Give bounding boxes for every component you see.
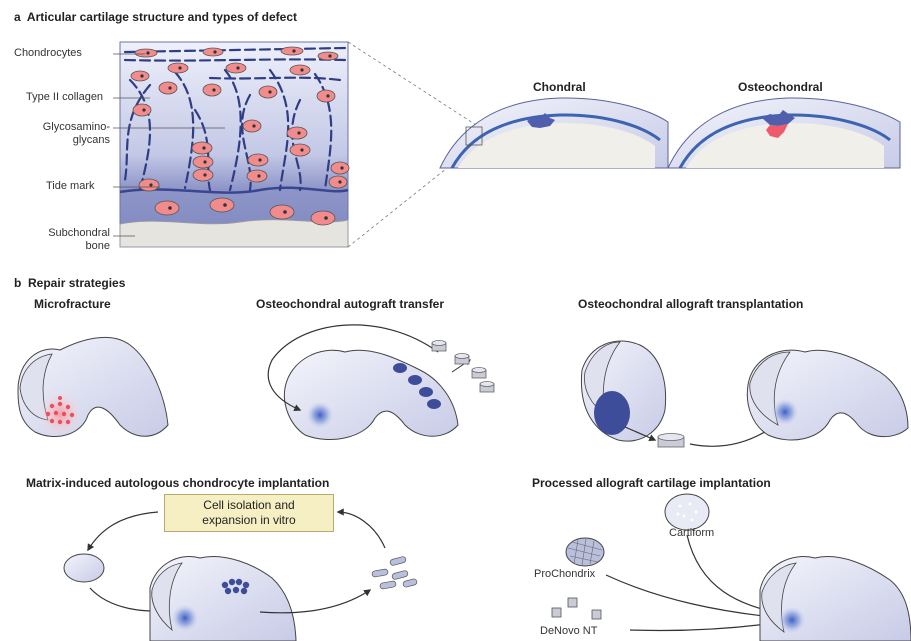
label-gag-line1: Glycosamino- bbox=[18, 121, 110, 134]
maci-title: Matrix-induced autologous chondrocyte im… bbox=[26, 477, 329, 489]
processed-allograft-title: Processed allograft cartilage implantati… bbox=[532, 477, 771, 489]
panel-a-heading: Articular cartilage structure and types … bbox=[27, 10, 297, 24]
label-denovo-nt: DeNovo NT bbox=[540, 626, 597, 637]
microfracture-condyle bbox=[18, 337, 168, 436]
allograft-recipient bbox=[747, 350, 908, 440]
osteochondral-joint bbox=[668, 98, 900, 168]
label-type-ii-collagen: Type II collagen bbox=[26, 92, 103, 103]
label-sub-line1: Subchondral bbox=[14, 227, 110, 240]
panel-a-title: a Articular cartilage structure and type… bbox=[14, 11, 297, 23]
cartilage-block bbox=[113, 42, 349, 247]
callout-line2: expansion in vitro bbox=[165, 513, 333, 528]
label-prochondrix: ProChondrix bbox=[534, 569, 595, 580]
label-glycosaminoglycans: Glycosamino- glycans bbox=[18, 121, 110, 147]
autograft-condyle bbox=[268, 325, 494, 440]
label-subchondral-bone: Subchondral bone bbox=[14, 227, 110, 253]
processed-allograft-diagram bbox=[552, 494, 911, 641]
microfracture-title: Microfracture bbox=[34, 298, 111, 310]
label-sub-line2: bone bbox=[14, 240, 110, 253]
callout-line1: Cell isolation and bbox=[165, 498, 333, 513]
panel-b-letter: b bbox=[14, 276, 21, 290]
label-chondrocytes: Chondrocytes bbox=[14, 48, 82, 59]
autograft-title: Osteochondral autograft transfer bbox=[256, 298, 444, 310]
label-tide-mark: Tide mark bbox=[46, 181, 95, 192]
chondral-joint bbox=[440, 98, 668, 168]
defect-osteochondral-label: Osteochondral bbox=[738, 81, 823, 93]
defect-chondral-label: Chondral bbox=[533, 81, 586, 93]
label-gag-line2: glycans bbox=[18, 134, 110, 147]
cell-isolation-callout: Cell isolation and expansion in vitro bbox=[164, 494, 334, 532]
allograft-title: Osteochondral allograft transplantation bbox=[578, 298, 803, 310]
label-cartiform: Cartiform bbox=[669, 528, 714, 539]
panel-b-title: b Repair strategies bbox=[14, 277, 125, 289]
panel-a-letter: a bbox=[14, 10, 21, 24]
panel-b-heading: Repair strategies bbox=[28, 276, 125, 290]
